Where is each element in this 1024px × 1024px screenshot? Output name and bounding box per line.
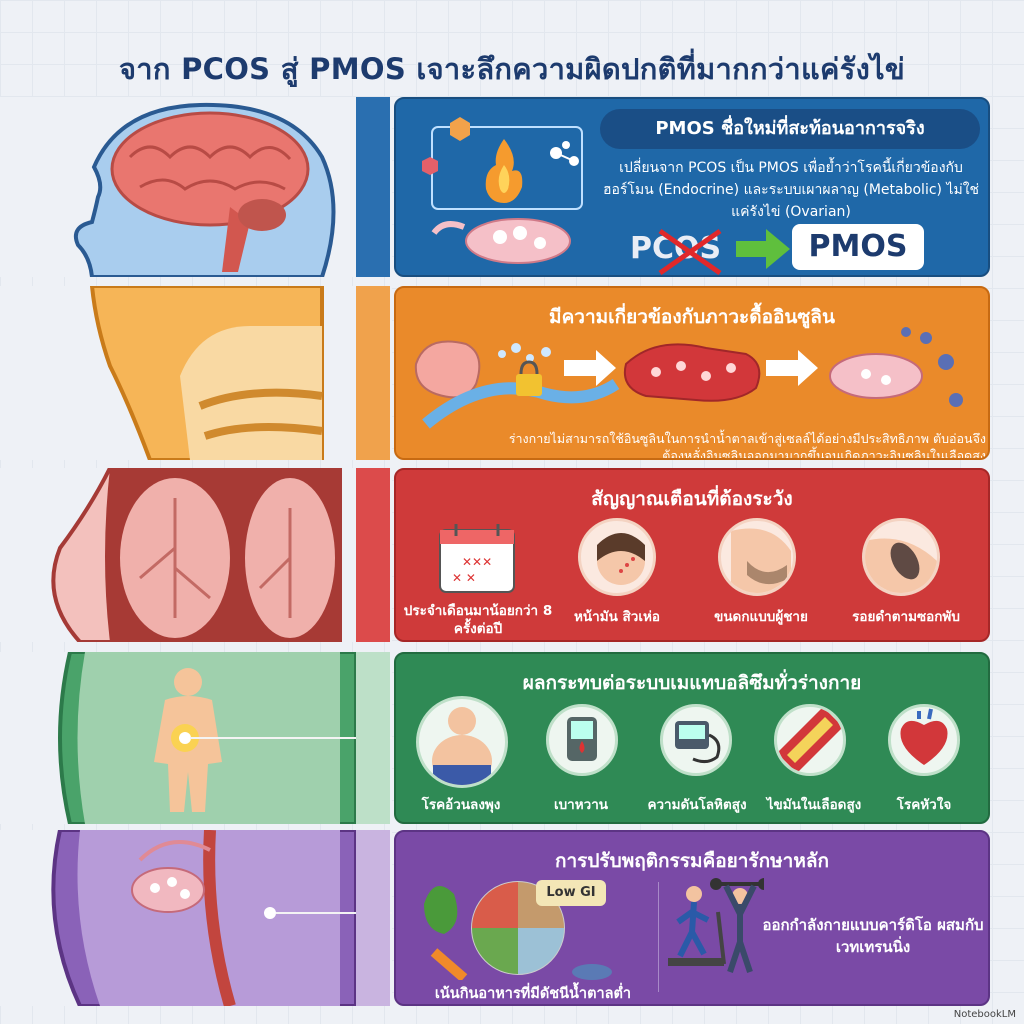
exercise-icon (668, 878, 764, 973)
warning-signs-panel: สัญญาณเตือนที่ต้องระวัง ✕✕✕ ✕ ✕ ประจำเดื… (394, 468, 990, 642)
calendar-icon: ✕✕✕ ✕ ✕ (439, 524, 515, 593)
impact-label-cholesterol: ไขมันในเลือดสูง (766, 797, 862, 813)
svg-text:✕ ✕: ✕ ✕ (452, 571, 476, 585)
panel4-title: ผลกระทบต่อระบบเมแทบอลิซึมทั่วร่างกาย (522, 672, 862, 694)
impact-label-hypertension: ความดันโลหิตสูง (647, 797, 747, 813)
impact-label-heart: โรคหัวใจ (896, 797, 952, 813)
artery-icon (774, 704, 846, 776)
warning-label-acne: หน้ามัน สิวเห่อ (574, 609, 660, 625)
dark-patch-icon (862, 518, 940, 596)
belly-icon (416, 696, 508, 788)
body-figure-icon (154, 668, 222, 812)
lifestyle-treatment-panel: การปรับพฤติกรรมคือยารักษาหลัก Low GI เน้… (394, 830, 990, 1006)
chest-lungs-band (0, 468, 392, 642)
panel1-title: PMOS ชื่อใหม่ที่สะท้อนอาการจริง (600, 109, 980, 149)
page-title: จาก PCOS สู่ PMOS เจาะลึกความผิดปกติที่ม… (118, 52, 906, 86)
metabolic-impact-panel: ผลกระทบต่อระบบเมแทบอลิซึมทั่วร่างกาย โรค… (394, 652, 990, 824)
cross-out-icon (658, 228, 722, 275)
impact-label-obesity: โรคอ้วนลงพุง (421, 797, 501, 813)
low-gi-badge: Low GI (536, 880, 606, 906)
acne-face-icon (578, 518, 656, 596)
connector-strip-red (356, 468, 390, 642)
pmos-name-panel: PMOS ชื่อใหม่ที่สะท้อนอาการจริง เปลี่ยนจ… (394, 97, 990, 277)
neck-band (0, 286, 392, 460)
warning-label-period: ประจำเดือนมาน้อยกว่า 8 ครั้งต่อปี (403, 603, 553, 637)
impact-label-diabetes: เบาหวาน (553, 797, 609, 813)
warning-label-hair: ขนดกแบบผู้ชาย (714, 609, 808, 625)
hormone-ovary-illustration (422, 117, 583, 264)
svg-text:✕✕✕: ✕✕✕ (462, 555, 492, 569)
brand-label: NotebookLM (953, 1009, 1016, 1020)
panel2-title: มีความเกี่ยวข้องกับภาวะดื้ออินซูลิน (549, 306, 835, 328)
pancreas-icon (414, 340, 481, 399)
connector-strip-orange (356, 286, 390, 460)
panel2-note: ร่างกายไม่สามารถใช้อินซูลินในการนำน้ำตาล… (508, 431, 986, 460)
arrow-right-icon (736, 229, 790, 269)
exercise-advice-label: ออกกำลังกายแบบคาร์ดิโอ ผสมกับเวทเทรนนิ่ง (762, 916, 984, 956)
warning-label-dark-skin: รอยดำตามซอกพับ (852, 609, 960, 625)
torso-band (0, 652, 392, 824)
panel1-description: เปลี่ยนจาก PCOS เป็น PMOS เพื่อย้ำว่าโรค… (602, 160, 980, 220)
heart-icon (888, 704, 960, 776)
panel5-title: การปรับพฤติกรรมคือยารักษาหลัก (554, 850, 829, 872)
head-brain-band (0, 97, 392, 277)
pelvis-band (0, 830, 392, 1006)
insulin-resistance-panel: มีความเกี่ยวข้องกับภาวะดื้ออินซูลิน ร่าง… (394, 286, 990, 460)
blood-pressure-icon (660, 704, 732, 776)
ovary-icon (131, 840, 211, 913)
connector-strip-green (356, 652, 390, 824)
insulin-process-illustration (414, 327, 963, 429)
connector-strip-purple (356, 830, 390, 1006)
panel3-title: สัญญาณเตือนที่ต้องระวัง (591, 488, 793, 510)
new-name-pmos: PMOS (792, 224, 924, 270)
food-advice-label: เน้นกินอาหารที่มีดัชนีน้ำตาลต่ำ (434, 986, 632, 1002)
glucose-meter-icon (546, 704, 618, 776)
connector-strip-blue (356, 97, 390, 277)
beard-icon (718, 518, 796, 596)
panel5-divider (658, 882, 659, 992)
